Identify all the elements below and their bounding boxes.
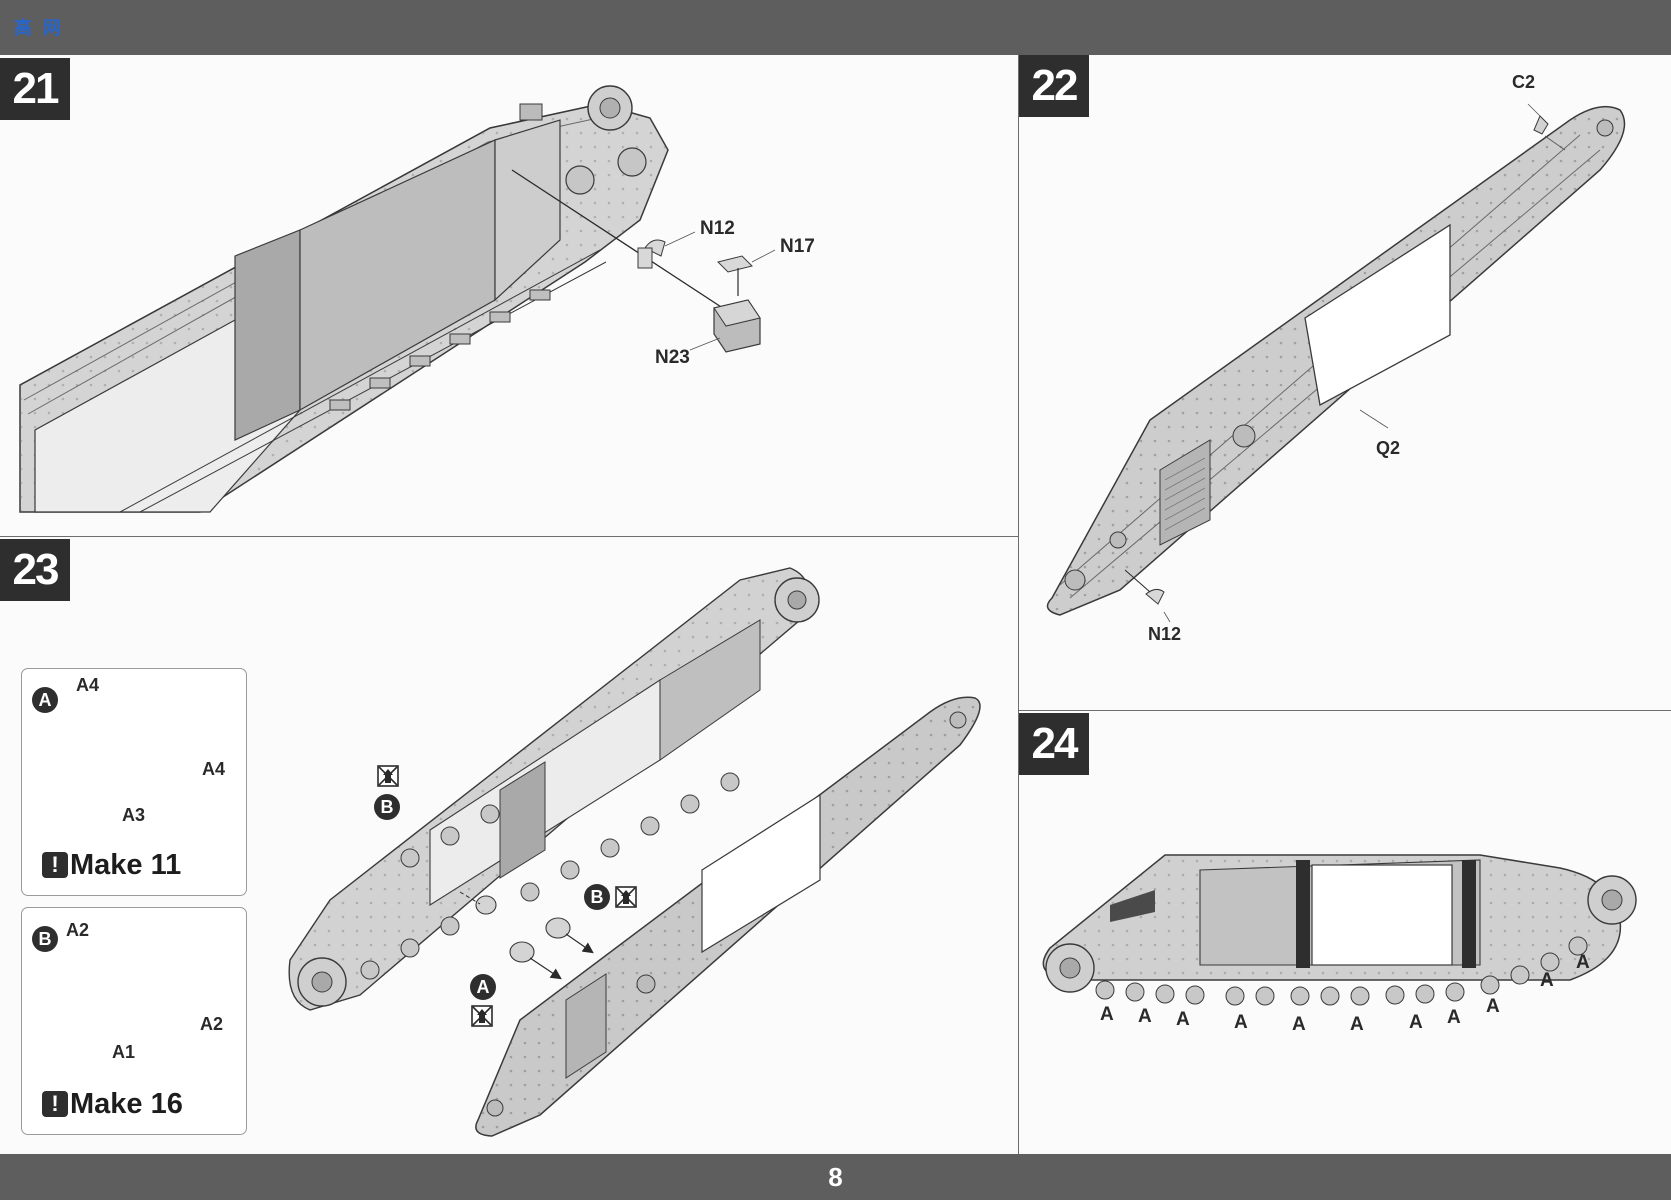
make-b-text: Make 16 bbox=[70, 1088, 183, 1120]
assembly-a-badge: A bbox=[470, 974, 496, 1000]
wheel-label: A bbox=[1292, 1014, 1306, 1035]
callout-q2: Q2 bbox=[1376, 438, 1401, 458]
page-number: 8 bbox=[828, 1162, 843, 1192]
callout-c2: C2 bbox=[1512, 72, 1536, 92]
wheel-label: A bbox=[1576, 952, 1590, 973]
no-glue-icon bbox=[471, 1005, 493, 1027]
step-21-hull-art bbox=[19, 85, 776, 513]
wheel-label: A bbox=[1540, 970, 1554, 991]
step-23-panel bbox=[0, 537, 1019, 1154]
label-a4-top: A4 bbox=[76, 675, 100, 695]
step-24-badge: 24 bbox=[1019, 713, 1089, 775]
make-quantity-b: !Make 16 bbox=[42, 1088, 183, 1121]
wheel-label: A bbox=[1138, 1006, 1152, 1027]
sub-a-badge: A bbox=[32, 687, 58, 713]
warning-icon: ! bbox=[42, 852, 68, 878]
callout-n12-step22: N12 bbox=[1148, 624, 1182, 644]
step-22-badge: 22 bbox=[1019, 55, 1089, 117]
sub-assembly-b-box: B A2 A2 A1 !Make 16 bbox=[21, 907, 247, 1135]
label-a2-right: A2 bbox=[200, 1014, 224, 1034]
label-a2-top: A2 bbox=[66, 920, 90, 940]
step-21-panel bbox=[0, 55, 1019, 537]
assembly-b-badge-right: B bbox=[584, 884, 610, 910]
step-23-badge: 23 bbox=[0, 539, 70, 601]
wheel-label: A bbox=[1176, 1009, 1190, 1030]
callout-n23: N23 bbox=[655, 347, 690, 368]
wheel-label: A bbox=[1409, 1012, 1423, 1033]
step-24-side-art bbox=[1042, 854, 1637, 1006]
bottom-bar bbox=[0, 1154, 1671, 1200]
callout-n12: N12 bbox=[700, 218, 735, 239]
top-bar bbox=[0, 0, 1671, 55]
wheel-label: A bbox=[1234, 1012, 1248, 1033]
make-a-text: Make 11 bbox=[70, 849, 182, 881]
step-22-hull-art bbox=[1046, 103, 1626, 623]
no-glue-icon bbox=[615, 886, 637, 908]
warning-icon: ! bbox=[42, 1091, 68, 1117]
sub-assembly-a-box: A A4 A4 A3 !Make 11 bbox=[21, 668, 247, 896]
assembly-b-badge-left: B bbox=[374, 794, 400, 820]
wheel-label: A bbox=[1486, 996, 1500, 1017]
step-21-badge: 21 bbox=[0, 58, 70, 120]
wheel-label: A bbox=[1100, 1004, 1114, 1025]
wheel-label: A bbox=[1350, 1014, 1364, 1035]
logo-glyphs: 高 网 bbox=[14, 18, 65, 38]
label-a4-right: A4 bbox=[202, 759, 226, 779]
callout-n17: N17 bbox=[780, 236, 815, 257]
label-a3: A3 bbox=[122, 805, 146, 825]
no-glue-icon bbox=[377, 765, 399, 787]
label-a1: A1 bbox=[112, 1042, 136, 1062]
step-22-panel bbox=[1019, 55, 1671, 711]
wheel-label: A bbox=[1447, 1007, 1461, 1028]
make-quantity-a: !Make 11 bbox=[42, 849, 181, 882]
sub-b-badge: B bbox=[32, 926, 58, 952]
watermark-logo: 高 网 bbox=[6, 6, 72, 40]
